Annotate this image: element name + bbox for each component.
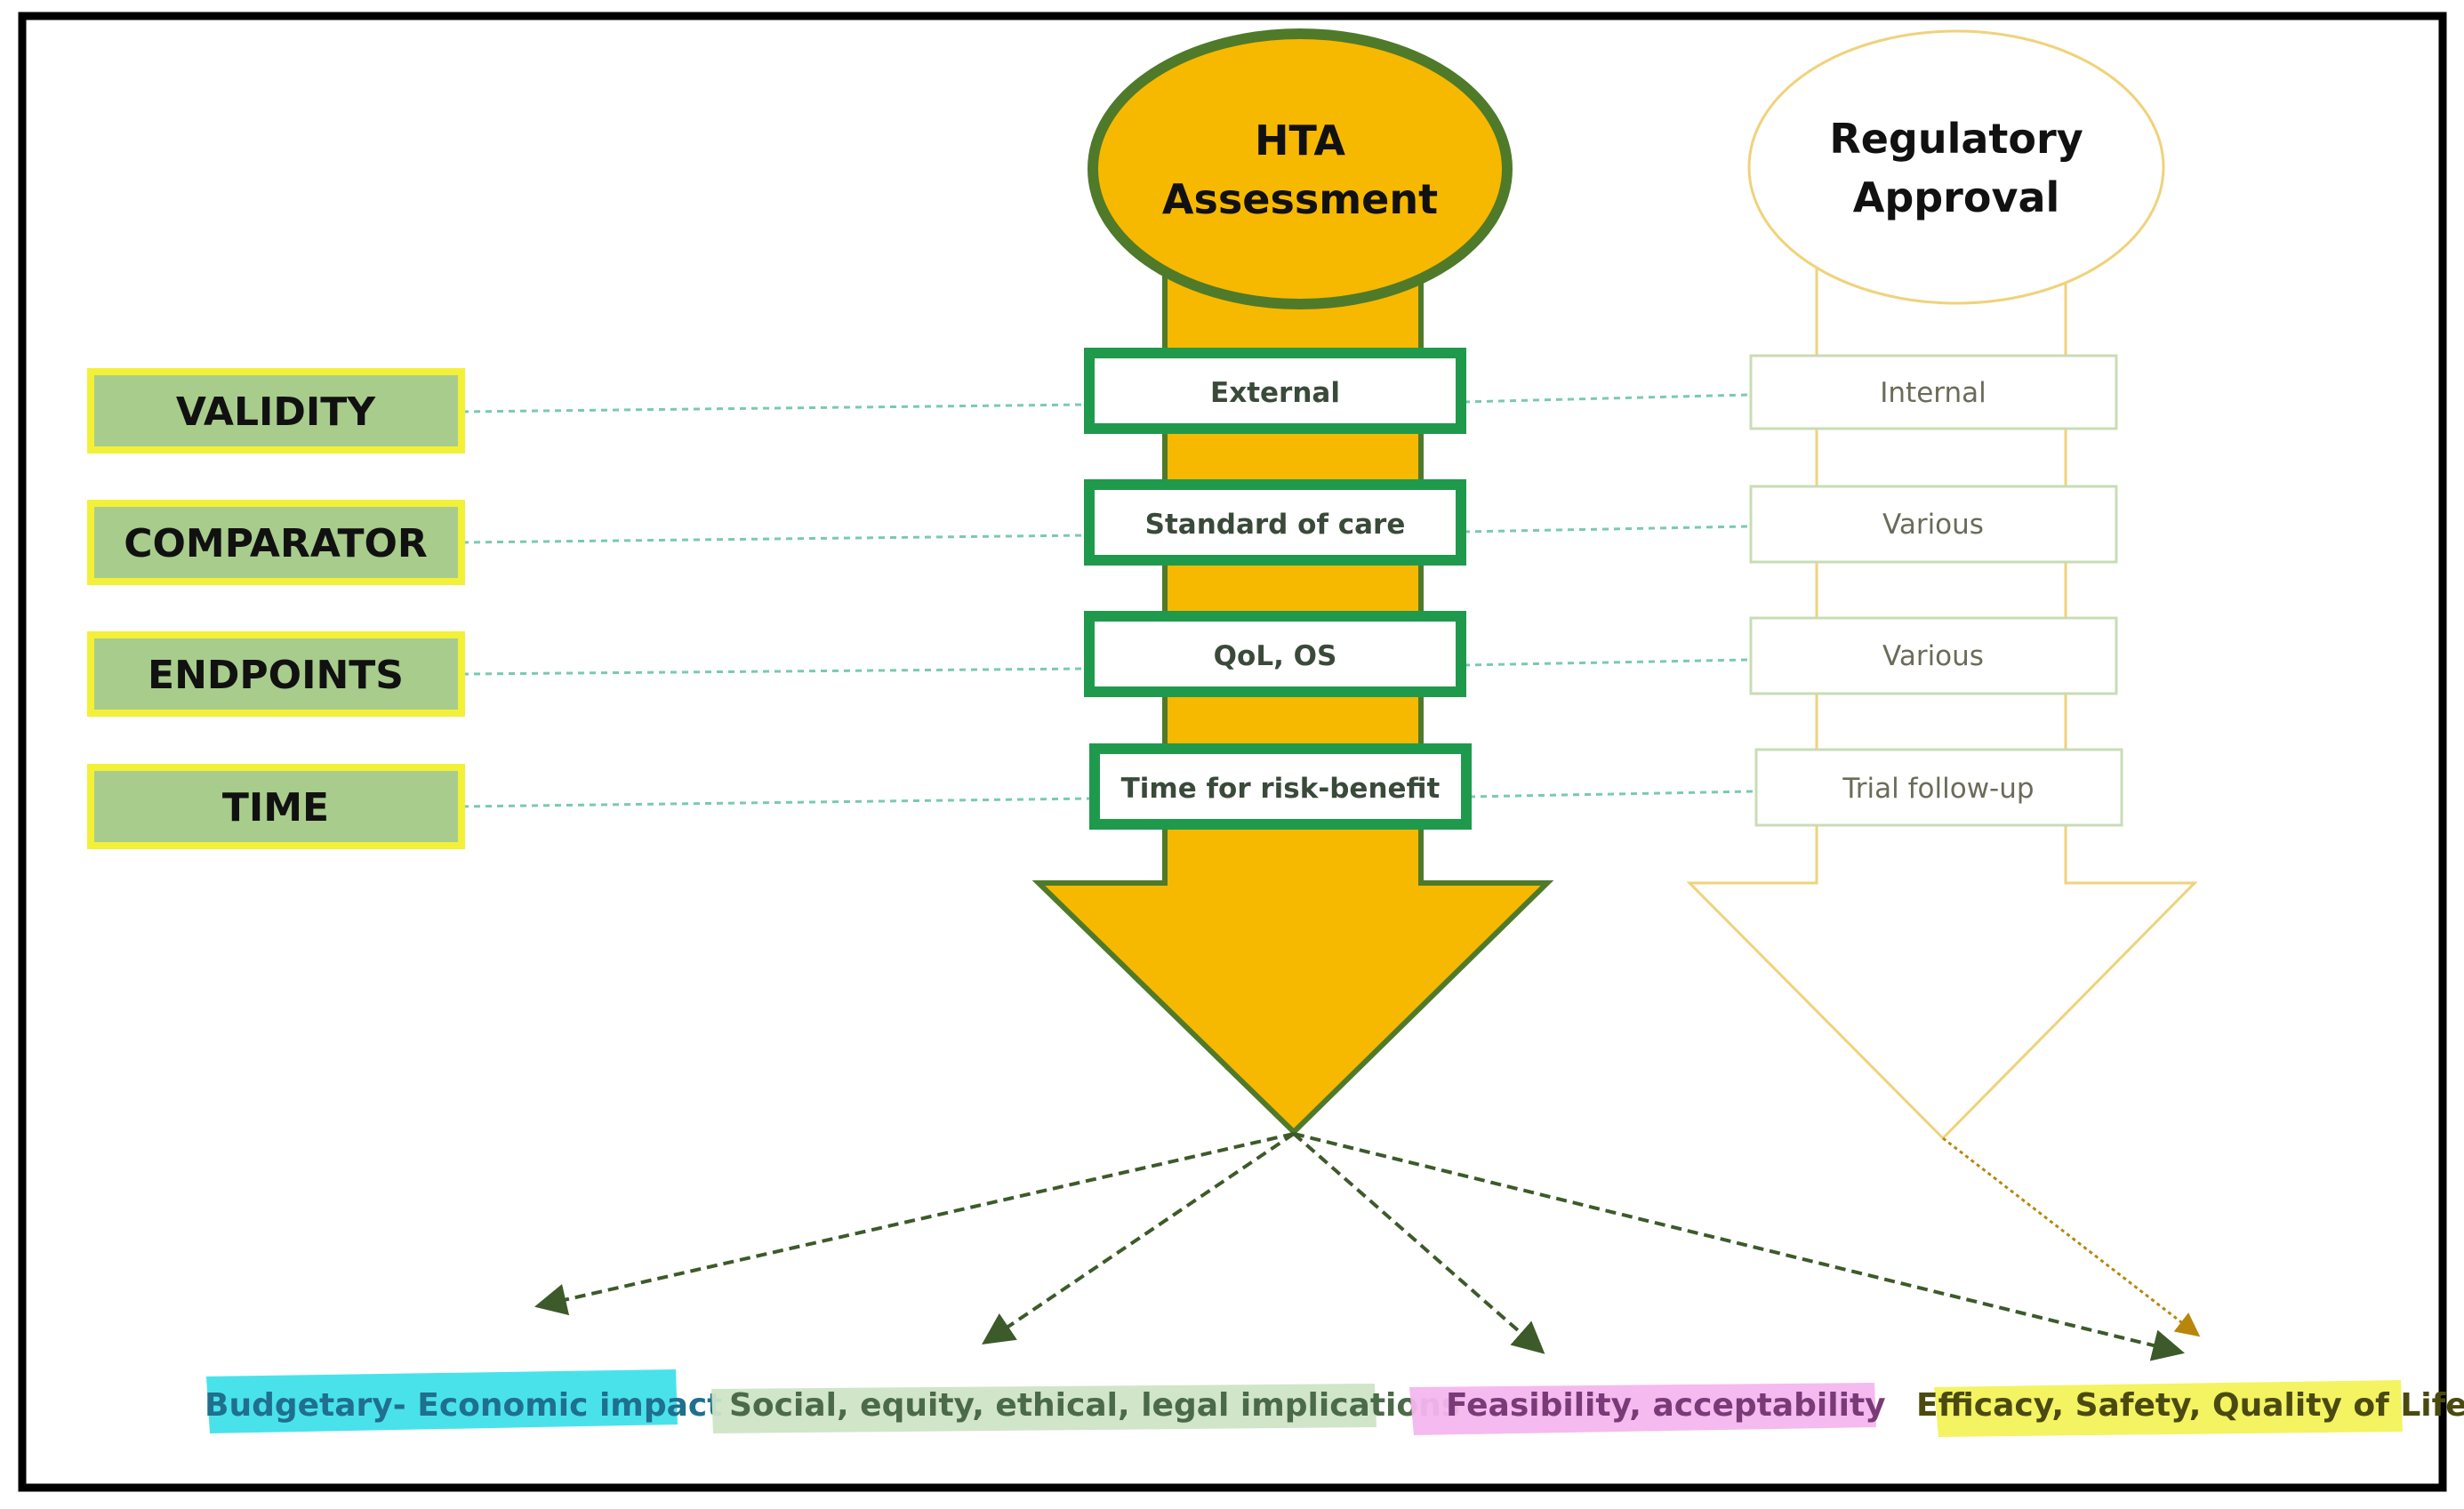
hta-box-comparator xyxy=(1084,479,1466,566)
category-label-time: TIME xyxy=(222,785,329,831)
arrow-to-social xyxy=(982,1132,1296,1345)
regulatory-box-comparator xyxy=(1749,485,2118,564)
highlight-feasibility xyxy=(1409,1383,1876,1435)
hta-title-line1: HTA xyxy=(1255,116,1345,165)
highlight-efficacy xyxy=(1934,1380,2403,1437)
connector-comparator-left xyxy=(461,534,1088,544)
regulatory-box-text-comparator: Various xyxy=(1882,509,1984,541)
regulatory-title-line1: Regulatory xyxy=(1829,115,2083,163)
category-label-validity: VALIDITY xyxy=(176,389,376,435)
connector-time-left xyxy=(461,797,1093,808)
outcome-arrows xyxy=(534,1132,2201,1361)
regulatory-ellipse xyxy=(1747,29,2165,305)
outcome-label-feasibility: Feasibility, acceptability xyxy=(1446,1387,1886,1424)
regulatory-box-text-validity: Internal xyxy=(1880,377,1986,409)
outcome-label-budgetary: Budgetary- Economic impact xyxy=(205,1387,722,1424)
hta-ellipse xyxy=(1088,28,1513,309)
hta-box-endpoints xyxy=(1084,611,1466,697)
category-box-validity xyxy=(87,368,465,454)
connector-comparator-right xyxy=(1463,525,1749,534)
regulatory-box-text-endpoints: Various xyxy=(1882,640,1984,672)
hta-title-line2: Assessment xyxy=(1162,175,1438,223)
hta-box-text-comparator: Standard of care xyxy=(1145,509,1406,541)
regulatory-box-time xyxy=(1754,748,2123,827)
regulatory-title-line2: Approval xyxy=(1853,173,2060,221)
category-column: VALIDITY COMPARATOR ENDPOINTS TIME xyxy=(87,368,465,849)
regulatory-box-endpoints xyxy=(1749,616,2118,695)
connector-validity-left xyxy=(461,403,1088,413)
category-box-endpoints xyxy=(87,631,465,717)
connector-time-right xyxy=(1468,790,1754,799)
hta-box-text-validity: External xyxy=(1210,377,1340,409)
regulatory-arrow: Regulatory Approval xyxy=(1686,29,2198,1141)
outcome-label-social: Social, equity, ethical, legal implicati… xyxy=(729,1387,1460,1424)
regulatory-box-text-time: Trial follow-up xyxy=(1842,773,2034,805)
connector-validity-right xyxy=(1463,393,1749,404)
highlight-budgetary xyxy=(206,1369,678,1433)
category-box-comparator xyxy=(87,500,465,585)
regulatory-box-column: Internal Various Various Trial follow-up xyxy=(1749,354,2123,827)
category-label-endpoints: ENDPOINTS xyxy=(148,653,404,698)
connector-endpoints-right xyxy=(1463,658,1749,667)
highlight-social xyxy=(711,1384,1376,1433)
hta-box-time xyxy=(1089,743,1472,830)
category-label-comparator: COMPARATOR xyxy=(124,521,428,566)
connector-endpoints-left xyxy=(461,667,1088,676)
hta-box-text-endpoints: QoL, OS xyxy=(1214,640,1337,672)
regulatory-box-validity xyxy=(1749,354,2118,430)
outcome-row: Budgetary- Economic impact Social, equit… xyxy=(205,1369,2464,1437)
hta-box-column: External Standard of care QoL, OS Time f… xyxy=(1084,348,1472,830)
hta-box-text-time: Time for risk-benefit xyxy=(1121,773,1441,805)
arrow-to-feasibility xyxy=(1292,1132,1545,1354)
category-box-time xyxy=(87,764,465,849)
arrow-to-budgetary xyxy=(534,1132,1295,1316)
outcome-label-efficacy: Efficacy, Safety, Quality of Life xyxy=(1916,1387,2464,1424)
hta-box-validity xyxy=(1084,348,1466,434)
connectors xyxy=(461,393,1754,808)
